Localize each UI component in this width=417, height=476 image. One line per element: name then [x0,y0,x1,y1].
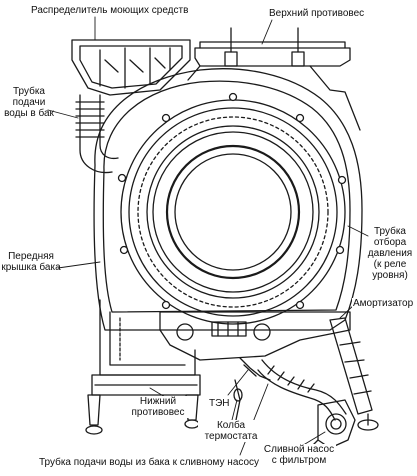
label-thermostat-bulb-line2: термостата [204,431,258,442]
label-detergent-dispenser: Распределитель моющих средств [30,5,190,16]
label-shock-absorber: Амортизатор [352,298,415,309]
label-front-cover: Передняя крышка бака [0,251,62,273]
label-front-cover-line2: крышка бака [1,262,61,273]
detergent-dispenser [71,39,191,96]
label-drain-tube: Трубка подачи воды из бака к сливному на… [38,457,261,468]
heater-element [239,357,271,381]
label-thermostat-bulb: Колба термостата [198,420,264,442]
label-pressure-tube-line4: (к реле [373,259,407,270]
water-supply-bellows [75,94,119,174]
tank-front-rings [120,99,346,325]
tank-body [93,27,363,331]
label-pressure-tube-line1: Трубка [374,226,406,237]
rim-bolts [117,92,347,310]
label-pressure-tube-line2: отбора [373,237,407,248]
label-lower-counterweight: Нижний противовес [124,396,192,418]
label-water-supply-tube-line3: воды в бак [4,108,54,119]
label-pressure-tube-line3: давления [367,248,413,259]
label-water-supply-tube-line2: подачи [12,97,46,108]
label-water-supply-tube-line1: Трубка [13,86,45,97]
label-thermostat-bulb-line1: Колба [216,420,246,431]
label-heater: ТЭН [208,398,231,409]
label-drain-pump: Сливной насос с фильтром [262,444,336,466]
label-lower-counterweight-line2: противовес [131,407,185,418]
label-pressure-tube: Трубка отбора давления (к реле уровня) [364,226,416,281]
label-upper-counterweight: Верхний противовес [268,8,366,19]
label-front-cover-line1: Передняя [8,251,54,262]
drain-hose [257,359,347,421]
label-drain-pump-line1: Сливной насос [263,444,335,455]
lower-counterweight [91,374,201,396]
label-water-supply-tube: Трубка подачи воды в бак [2,86,56,119]
label-drain-pump-line2: с фильтром [271,455,327,466]
label-lower-counterweight-line1: Нижний [139,396,177,407]
shock-absorber [329,317,379,431]
label-pressure-tube-line5: уровня) [372,270,408,281]
